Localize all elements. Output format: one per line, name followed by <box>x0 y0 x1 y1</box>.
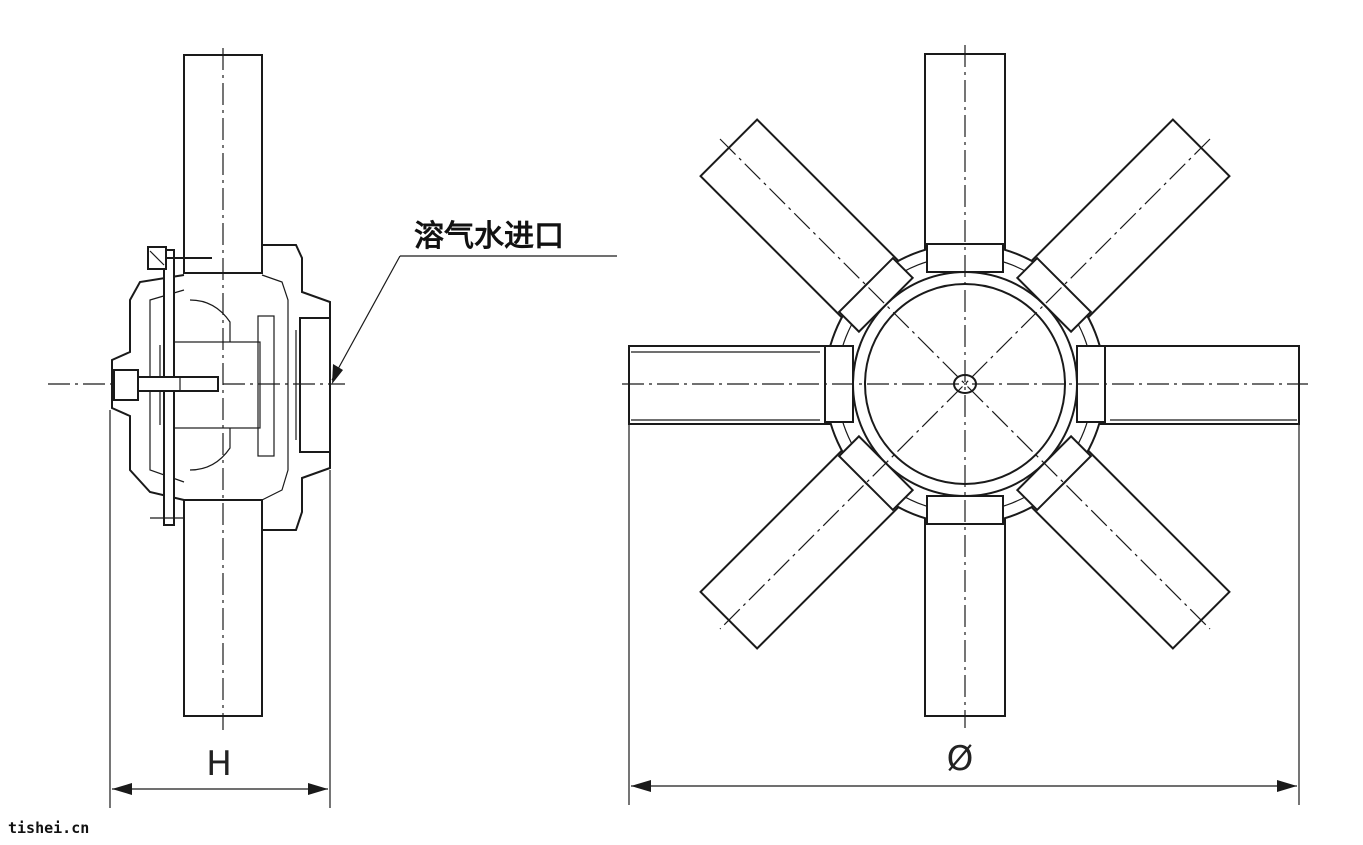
inlet-callout: 溶气水进口 <box>331 219 617 384</box>
upper-curve <box>189 299 231 342</box>
housing-outer-left <box>111 274 185 501</box>
diagonal-centerline-2 <box>719 138 1211 630</box>
d-arrow-left <box>631 780 651 792</box>
inlet-flange <box>299 317 331 453</box>
housing-inner-right <box>261 274 289 501</box>
diagonal-centerline-1 <box>719 138 1211 630</box>
diaphragm-plate <box>257 315 275 457</box>
d-arrow-right <box>1277 780 1297 792</box>
inlet-label: 溶气水进口 <box>414 219 564 254</box>
front-view: Ø <box>622 45 1308 805</box>
diameter-label: Ø <box>947 739 974 779</box>
callout-leader <box>331 255 401 381</box>
center-bolt-head <box>113 369 139 401</box>
lower-curve <box>189 428 231 471</box>
height-label: H <box>206 744 232 784</box>
h-arrow-left <box>112 783 132 795</box>
callout-arrowhead <box>332 364 343 384</box>
h-arrow-right <box>308 783 328 795</box>
side-view: H <box>48 48 345 808</box>
center-bolt-shaft <box>137 376 219 392</box>
top-bolt-thread <box>149 250 165 266</box>
watermark: tishei.cn <box>8 819 89 837</box>
